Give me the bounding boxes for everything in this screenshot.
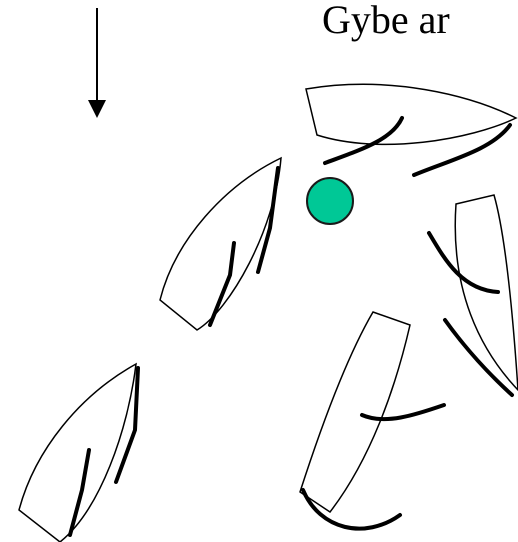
boat-top [305, 83, 518, 177]
boat-right [427, 194, 518, 397]
boat-bottom-left [18, 362, 140, 542]
mark-buoy-icon [306, 177, 354, 225]
diagram-title: Gybe ar [322, 0, 450, 42]
wind-arrow-icon [88, 8, 106, 118]
boat-middle-left [159, 156, 282, 331]
boat-bottom-center [299, 311, 446, 531]
